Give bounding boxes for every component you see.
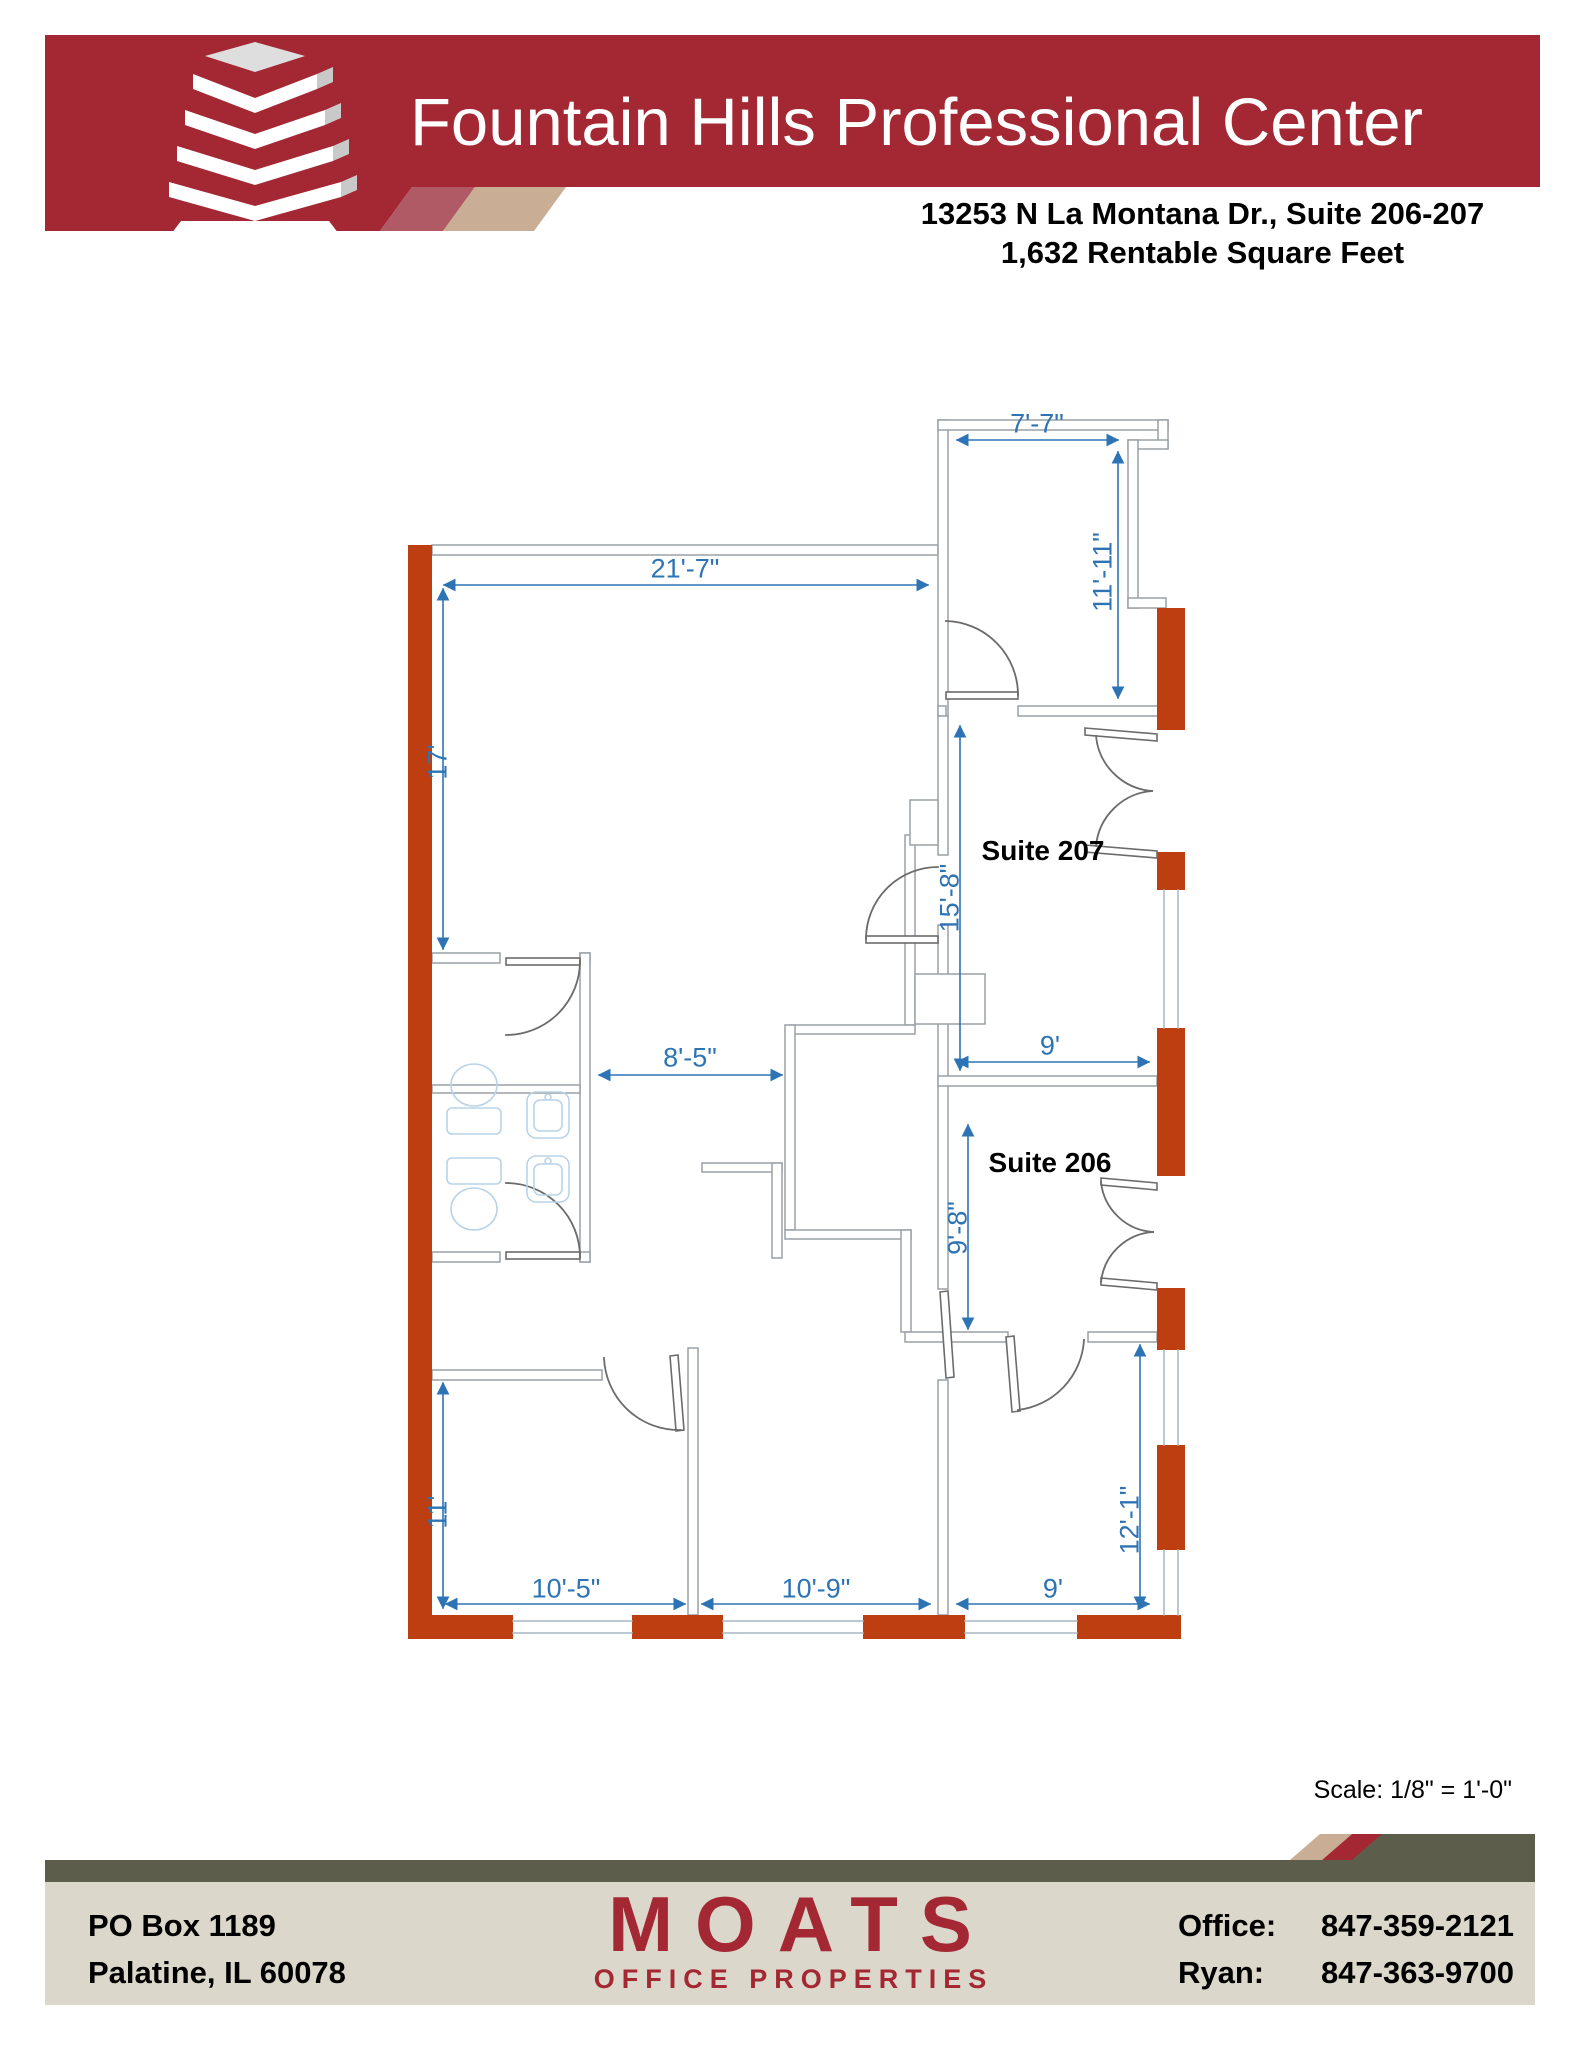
dim-office3-width: 9' [1042,1573,1064,1604]
footer-stripe-red [1322,1834,1382,1860]
dim-entry-width: 7'-7" [1010,408,1064,439]
walls-thin [431,419,1169,1616]
windows [512,889,1179,1634]
restroom-fixtures [446,1063,570,1231]
footer-address: PO Box 1189 Palatine, IL 60078 [88,1902,508,1996]
office-label: Office: [1178,1908,1277,1943]
suite-206-label: Suite 206 [988,1147,1112,1178]
dim-entry-depth: 11'-11" [1087,532,1118,612]
brand-tagline: OFFICE PROPERTIES [593,1964,994,1994]
phone-row-ryan: Ryan: 847-363-9700 [1178,1949,1514,1996]
banner-stripe-tan [443,187,566,231]
dim-suite207-depth: 15'-8" [934,863,965,933]
footer-olive-band [45,1860,1535,1882]
dimension-lines [436,433,1151,1611]
footer-beige-band [45,1882,1535,2005]
address-line2: 1,632 Rentable Square Feet [1000,235,1405,270]
dim-reception-depth: 17' [422,744,453,780]
door-leaves [505,691,1158,1432]
door-arcs [505,620,1154,1431]
dim-office-right-depth: 12'-1" [1114,1485,1145,1555]
dim-office-left-depth: 11' [422,1495,453,1529]
dim-suite206-depth: 9'-8" [942,1201,973,1255]
dim-suite207-width: 9' [1039,1030,1061,1061]
suite-207-label: Suite 207 [981,835,1105,866]
footer-olive-raised [1352,1834,1535,1882]
dim-office2-width: 10'-9" [781,1573,851,1604]
address-block: 13253 N La Montana Dr., Suite 206-207 1,… [890,194,1515,272]
brand-wordmark: MOATS [608,1880,994,1968]
footer-bands [45,1834,1535,2005]
scale-note: Scale: 1/8" = 1'-0" [1313,1776,1512,1804]
sink-icon [526,1155,570,1203]
ryan-label: Ryan: [1178,1955,1265,1990]
footer-brand: MOATS OFFICE PROPERTIES [540,1884,1040,1995]
footer-phones: Office: 847-359-2121 Ryan: 847-363-9700 [1178,1902,1514,1996]
floor-plan [408,419,1185,1639]
footer-po-box: PO Box 1189 [88,1908,276,1943]
footer-stripe-tan [1290,1834,1352,1860]
banner-shape [45,35,1540,231]
header-banner [45,35,1540,252]
address-line1: 13253 N La Montana Dr., Suite 206-207 [920,196,1485,231]
toilet-icon [450,1187,498,1231]
toilet-icon [450,1063,498,1107]
office-phone: 847-359-2121 [1320,1908,1514,1943]
dim-hall-width: 8'-5" [663,1042,717,1073]
sink-icon [526,1091,570,1139]
page-title: Fountain Hills Professional Center [410,85,1423,160]
ryan-phone: 847-363-9700 [1320,1955,1514,1990]
dim-reception-width: 21'-7" [650,553,720,584]
footer-city: Palatine, IL 60078 [88,1955,346,1990]
building-logo-icon [92,42,422,252]
walls-exterior-red [408,545,1185,1639]
dim-office1-width: 10'-5" [531,1573,601,1604]
phone-row-office: Office: 847-359-2121 [1178,1902,1514,1949]
banner-stripe-pink [380,187,475,231]
